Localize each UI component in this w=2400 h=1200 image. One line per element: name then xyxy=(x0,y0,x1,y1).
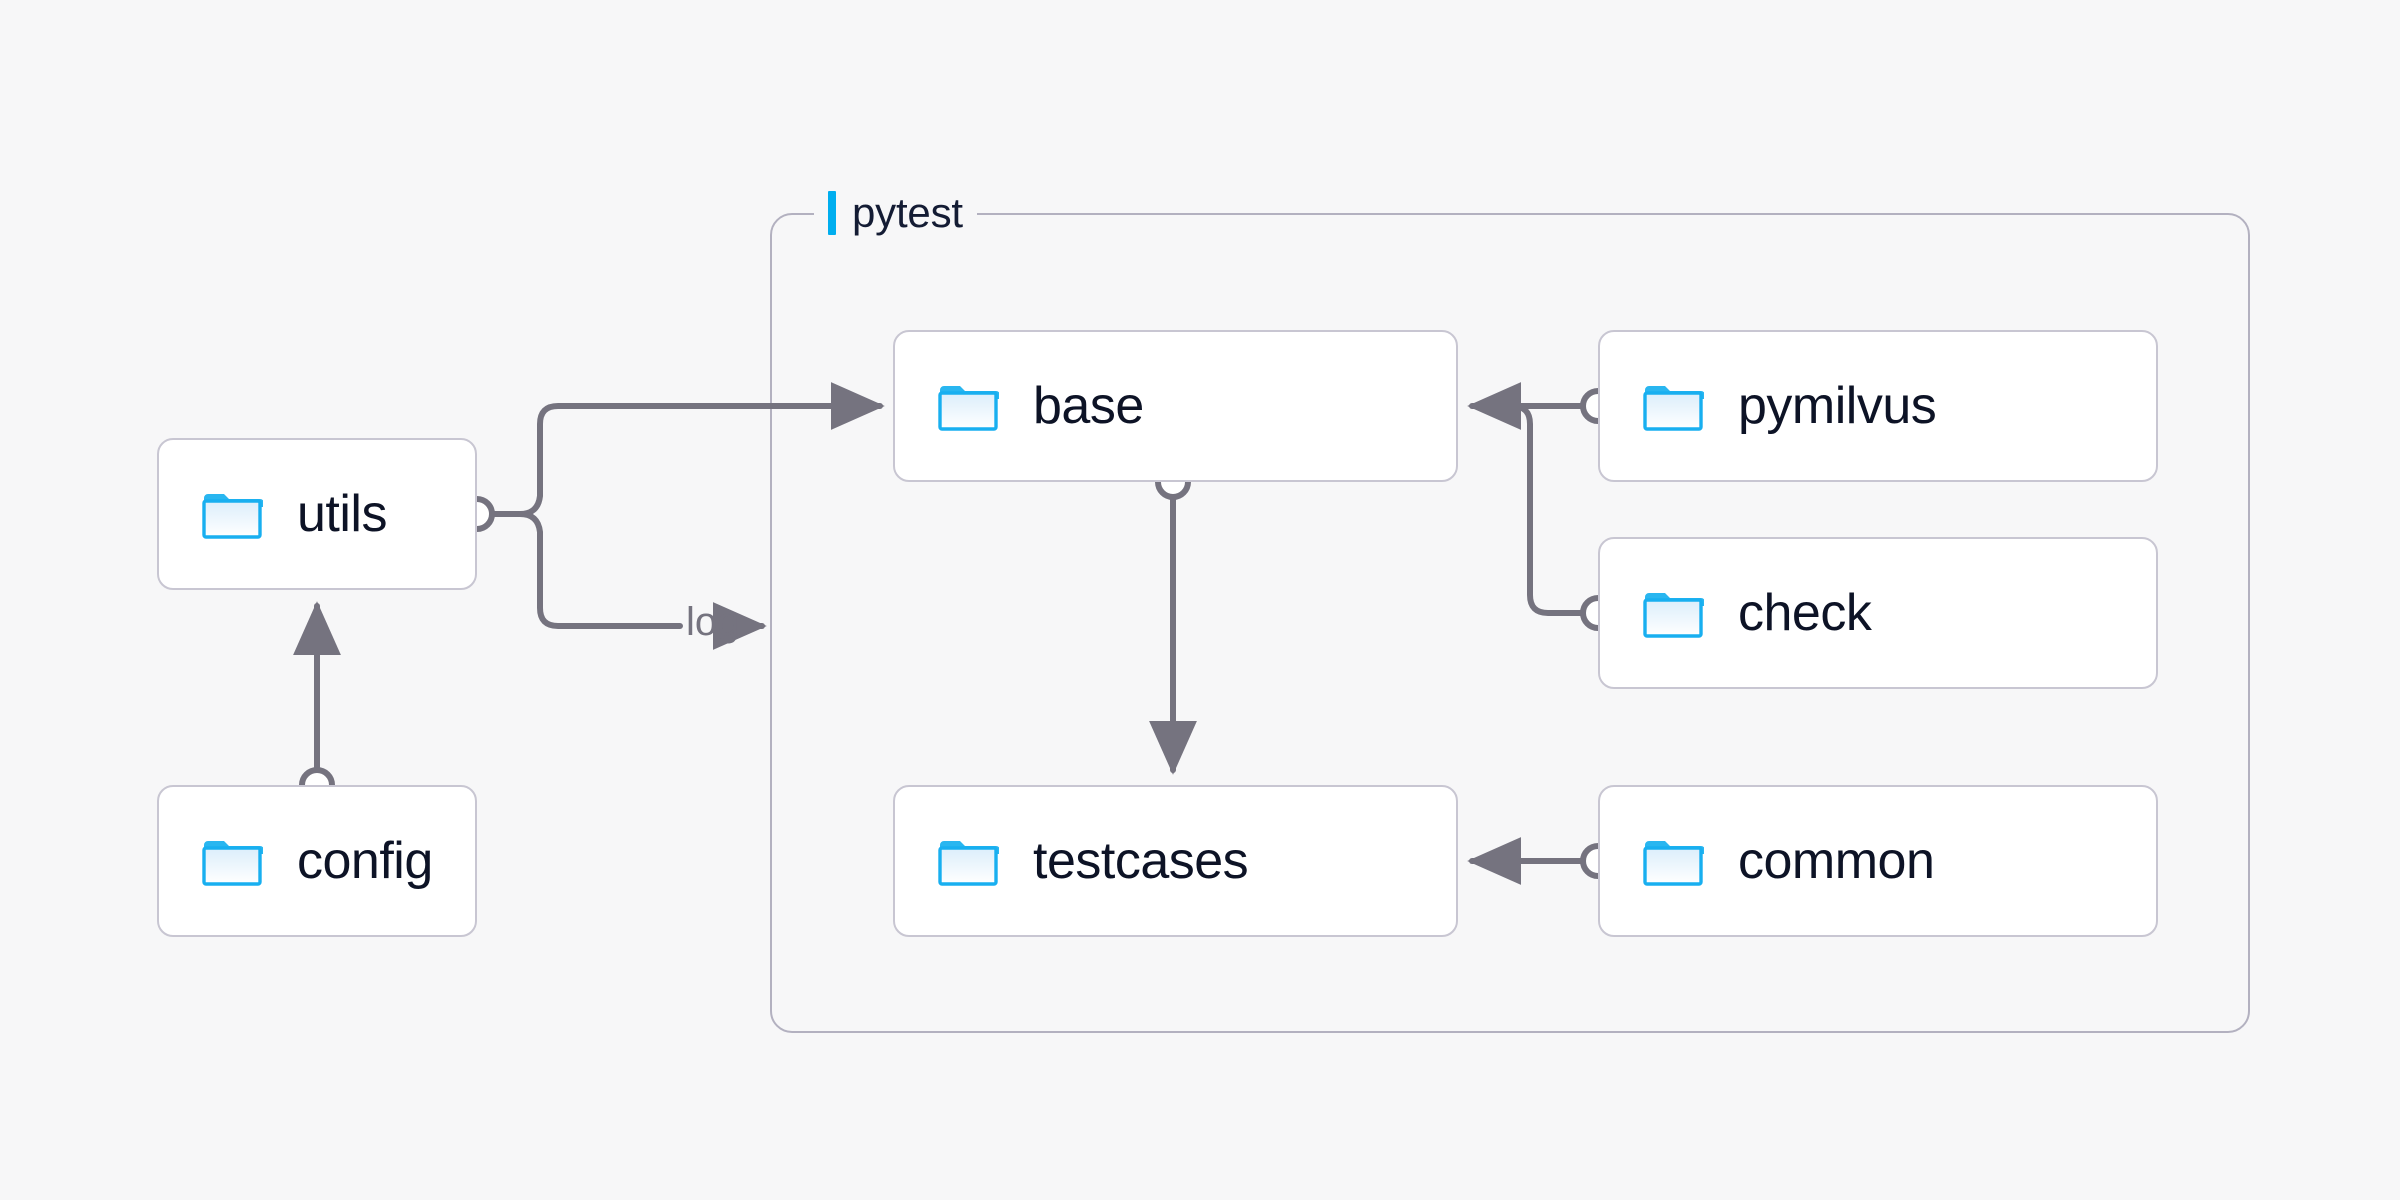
node-label-config: config xyxy=(297,832,433,890)
node-label-pymilvus: pymilvus xyxy=(1738,377,1937,435)
node-utils[interactable]: utils xyxy=(157,438,477,590)
node-testcases[interactable]: testcases xyxy=(893,785,1458,937)
node-label-testcases: testcases xyxy=(1033,832,1249,890)
folder-icon xyxy=(1643,841,1704,886)
vertical-bar-accent-icon xyxy=(828,191,836,235)
edge-label-log: log xyxy=(686,600,740,644)
node-label-check: check xyxy=(1738,584,1872,642)
node-common[interactable]: common xyxy=(1598,785,2158,937)
folder-icon xyxy=(938,386,999,431)
node-config[interactable]: config xyxy=(157,785,477,937)
folder-icon xyxy=(1643,386,1704,431)
node-label-base: base xyxy=(1033,377,1144,435)
folder-icon xyxy=(202,494,263,539)
folder-icon xyxy=(938,841,999,886)
group-pytest-label[interactable]: pytest xyxy=(814,186,977,240)
group-pytest-label-text: pytest xyxy=(852,189,963,236)
node-label-utils: utils xyxy=(297,485,387,543)
node-base[interactable]: base xyxy=(893,330,1458,482)
folder-icon xyxy=(202,841,263,886)
node-check[interactable]: check xyxy=(1598,537,2158,689)
group-pytest[interactable] xyxy=(770,213,2250,1033)
folder-icon xyxy=(1643,593,1704,638)
node-pymilvus[interactable]: pymilvus xyxy=(1598,330,2158,482)
node-label-common: common xyxy=(1738,832,1935,890)
